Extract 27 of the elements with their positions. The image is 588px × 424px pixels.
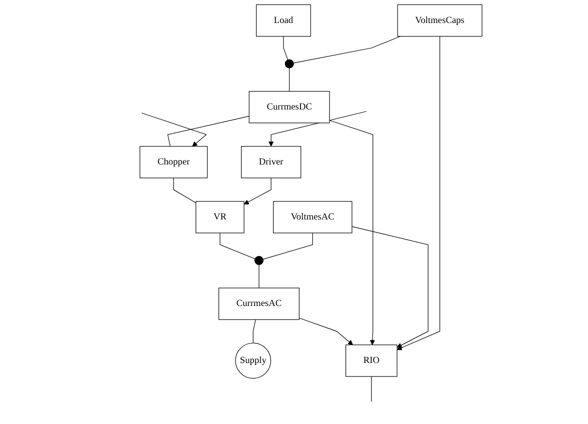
node-circle: Supply [234,342,271,379]
connector [258,264,259,288]
arrow [268,111,366,147]
node-box: VoltmesAC [272,201,352,234]
node-box: Chopper [139,146,208,178]
connector [252,319,256,344]
connector [288,68,290,92]
node-box: Load [256,4,311,37]
connector [292,36,400,64]
node-box: VR [195,201,244,234]
connector [370,376,372,402]
connector [219,232,256,260]
node-box: RIO [345,344,397,377]
arrow [141,112,207,147]
arrow [298,318,353,346]
node-box: Driver [240,146,301,178]
node-box: CurrmesDC [248,91,330,124]
connector [262,232,313,260]
arrow [243,178,272,204]
node-box: VoltmesCaps [396,4,482,37]
arrow [328,120,375,346]
node-box: CurrmesAC [218,288,300,320]
arrow [351,226,428,348]
connector [172,178,196,204]
connector [282,36,288,60]
arrow [396,36,440,350]
connector [167,116,250,147]
